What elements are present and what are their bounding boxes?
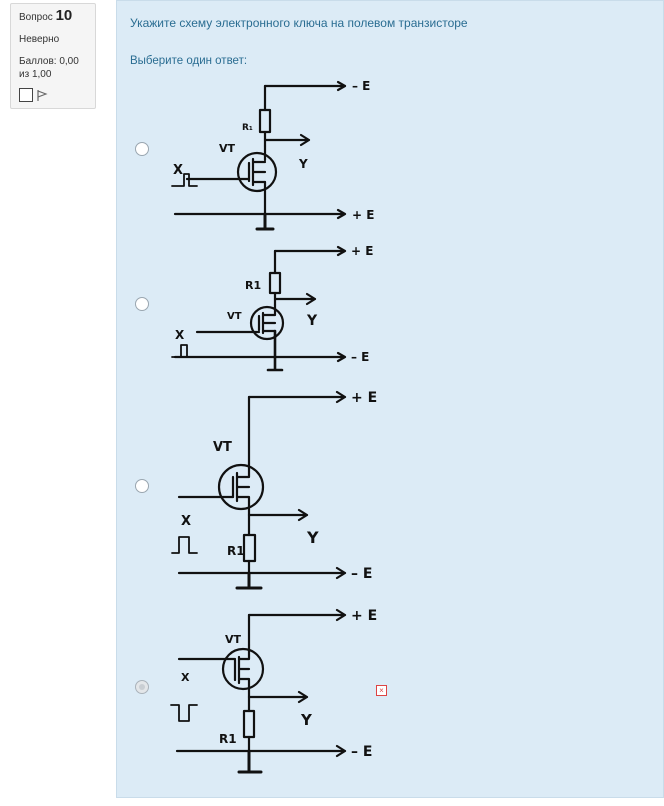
- input-label-4: X: [181, 671, 190, 684]
- question-info-panel: Вопрос 10 Неверно Баллов: 0,00 из 1,00: [10, 3, 96, 109]
- supply-bottom-label-4: – E: [351, 744, 372, 760]
- supply-bottom-label-2: – E: [351, 350, 369, 364]
- question-content: Укажите схему электронного ключа на поле…: [116, 0, 664, 798]
- circuit-diagram-1[interactable]: R₁ VT X Y – E + E: [167, 76, 397, 236]
- grade-line-1: Баллов: 0,00: [19, 56, 79, 67]
- transistor-label-2: VT: [227, 311, 242, 322]
- supply-bottom-label-3: – E: [351, 566, 372, 582]
- question-label: Вопрос: [19, 12, 53, 23]
- transistor-label-4: VT: [225, 633, 242, 646]
- output-label-4: Y: [300, 711, 313, 729]
- question-number: Вопрос 10: [19, 7, 87, 24]
- transistor-label-3: VT: [213, 440, 232, 455]
- question-text: Укажите схему электронного ключа на поле…: [130, 16, 468, 30]
- flag-question[interactable]: [19, 88, 87, 102]
- transistor-label-1: VT: [219, 142, 236, 155]
- question-state: Неверно: [19, 34, 60, 45]
- question-grade: Баллов: 0,00 из 1,00: [19, 55, 87, 81]
- supply-top-label-4: + E: [351, 608, 377, 624]
- resistor-label-4: R1: [219, 732, 237, 746]
- answer-prompt: Выберите один ответ:: [130, 55, 248, 67]
- resistor-label-1: R₁: [242, 123, 253, 133]
- output-label-2: Y: [306, 313, 318, 329]
- resistor-label-3: R1: [227, 544, 245, 558]
- output-label-1: Y: [298, 157, 308, 171]
- flag-checkbox[interactable]: [19, 88, 33, 102]
- supply-bottom-label-1: + E: [352, 208, 374, 222]
- input-label-2: X: [175, 328, 185, 342]
- supply-top-label-1: – E: [352, 79, 370, 93]
- input-label-1: X: [173, 163, 183, 178]
- answer-radio-2[interactable]: [135, 297, 149, 311]
- circuit-diagram-3[interactable]: VT X Y R1 + E – E: [167, 385, 397, 600]
- grade-line-2: из 1,00: [19, 69, 52, 80]
- flag-icon[interactable]: [35, 88, 49, 102]
- supply-top-label-3: + E: [351, 390, 377, 406]
- circuit-diagram-4[interactable]: VT X Y R1 + E – E: [167, 603, 397, 783]
- question-number-value: 10: [55, 7, 73, 24]
- supply-top-label-2: + E: [351, 244, 373, 258]
- output-label-3: Y: [306, 528, 319, 547]
- circuit-diagram-2[interactable]: R1 VT X Y + E – E: [167, 243, 397, 378]
- answer-radio-3[interactable]: [135, 479, 149, 493]
- input-label-3: X: [181, 514, 191, 529]
- incorrect-icon: ×: [376, 685, 387, 696]
- answer-radio-1[interactable]: [135, 142, 149, 156]
- resistor-label-2: R1: [245, 279, 261, 292]
- answer-radio-4[interactable]: [135, 680, 149, 694]
